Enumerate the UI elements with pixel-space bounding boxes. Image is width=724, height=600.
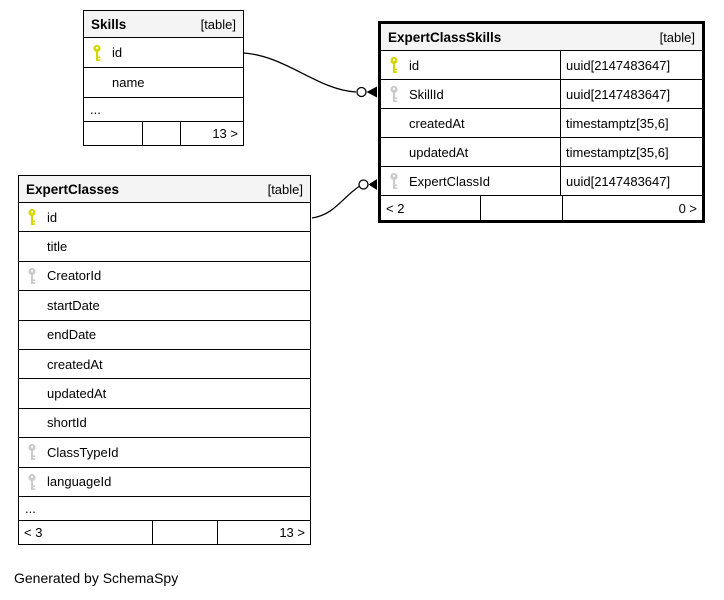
more-columns-ellipsis: ... bbox=[19, 497, 310, 521]
relationship-expert-classes-id-to-expert-class-skills-expert-class-id bbox=[311, 179, 377, 219]
table-footer: 13 > bbox=[84, 122, 243, 145]
column-row-id[interactable]: id bbox=[19, 203, 310, 233]
table-header: ExpertClassSkills [table] bbox=[381, 24, 702, 51]
foreign-key-icon bbox=[389, 85, 399, 103]
column-name: CreatorId bbox=[47, 268, 102, 284]
column-row-id[interactable]: id uuid[2147483647] bbox=[381, 51, 702, 80]
column-row-enddate[interactable]: endDate bbox=[19, 321, 310, 350]
column-name: ClassTypeId bbox=[47, 444, 119, 460]
primary-key-icon bbox=[27, 209, 37, 226]
column-name: SkillId bbox=[409, 86, 444, 102]
column-type: timestamptz[35,6] bbox=[560, 138, 702, 166]
cardinality-circle-icon bbox=[358, 179, 369, 190]
column-row-expertclassid[interactable]: ExpertClassId uuid[2147483647] bbox=[381, 167, 702, 196]
footer-children-count: 0 > bbox=[678, 200, 697, 216]
column-name: shortId bbox=[47, 415, 87, 431]
column-name: startDate bbox=[47, 297, 100, 313]
footer-middle-cell bbox=[153, 520, 218, 544]
fk-arrowhead-icon bbox=[366, 86, 377, 98]
foreign-key-icon bbox=[27, 473, 37, 490]
column-type: uuid[2147483647] bbox=[560, 80, 702, 108]
column-row-updatedat[interactable]: updatedAt timestamptz[35,6] bbox=[381, 138, 702, 167]
column-type: uuid[2147483647] bbox=[560, 51, 702, 79]
column-type: timestamptz[35,6] bbox=[560, 109, 702, 137]
column-name: createdAt bbox=[409, 115, 465, 131]
column-row-skillid[interactable]: SkillId uuid[2147483647] bbox=[381, 80, 702, 109]
primary-key-icon bbox=[389, 56, 399, 74]
relationship-line bbox=[243, 52, 357, 93]
more-columns-ellipsis: ... bbox=[84, 98, 243, 122]
column-row-id[interactable]: id bbox=[84, 38, 243, 68]
column-name: updatedAt bbox=[47, 386, 107, 402]
column-name: ExpertClassId bbox=[409, 173, 490, 189]
table-header: ExpertClasses [table] bbox=[19, 176, 310, 203]
column-name: createdAt bbox=[47, 356, 103, 372]
column-name: id bbox=[47, 209, 58, 225]
column-row-name[interactable]: name bbox=[84, 68, 243, 98]
primary-key-icon bbox=[92, 44, 102, 61]
footer-children-count: 13 > bbox=[279, 524, 305, 540]
column-name: updatedAt bbox=[409, 144, 469, 160]
table-footer: < 2 0 > bbox=[381, 196, 702, 220]
column-row-startdate[interactable]: startDate bbox=[19, 291, 310, 321]
column-row-createdat[interactable]: createdAt bbox=[19, 350, 310, 380]
fk-arrowhead-icon bbox=[368, 179, 377, 190]
column-name: name bbox=[112, 75, 145, 90]
column-row-creatorid[interactable]: CreatorId bbox=[19, 262, 310, 292]
table-type-badge: [table] bbox=[200, 16, 236, 32]
footer-children-count: 13 > bbox=[212, 126, 238, 141]
column-row-classtypeid[interactable]: ClassTypeId bbox=[19, 438, 310, 468]
schemaspy-credit: Generated by SchemaSpy bbox=[14, 570, 179, 586]
column-row-languageid[interactable]: languageId bbox=[19, 468, 310, 497]
table-name: ExpertClassSkills bbox=[388, 29, 502, 45]
table-type-badge: [table] bbox=[659, 29, 695, 45]
column-name: title bbox=[47, 239, 68, 255]
table-node-skills[interactable]: Skills [table] id name... 13 > bbox=[83, 10, 244, 146]
cardinality-circle-icon bbox=[356, 86, 367, 98]
table-name: ExpertClasses bbox=[26, 181, 120, 197]
footer-parents-count: < 2 bbox=[381, 196, 481, 220]
table-header: Skills [table] bbox=[84, 11, 243, 38]
table-name: Skills bbox=[91, 16, 127, 32]
table-type-badge: [table] bbox=[267, 181, 303, 197]
table-footer: < 3 13 > bbox=[19, 520, 310, 544]
column-row-updatedat[interactable]: updatedAt bbox=[19, 379, 310, 409]
relationship-skills-id-to-expert-class-skills-skill-id bbox=[243, 52, 377, 98]
footer-middle-cell bbox=[143, 122, 181, 145]
footer-middle-cell bbox=[481, 196, 563, 220]
foreign-key-icon bbox=[27, 444, 37, 461]
column-name: id bbox=[409, 57, 420, 73]
table-node-expertclassskills[interactable]: ExpertClassSkills [table] id uuid[214748364… bbox=[378, 21, 705, 223]
column-name: id bbox=[112, 45, 123, 60]
column-name: languageId bbox=[47, 474, 112, 490]
column-name: endDate bbox=[47, 327, 97, 343]
foreign-key-icon bbox=[27, 267, 37, 284]
column-row-createdat[interactable]: createdAt timestamptz[35,6] bbox=[381, 109, 702, 138]
relationship-line bbox=[311, 185, 360, 219]
column-row-shortid[interactable]: shortId bbox=[19, 409, 310, 439]
column-row-title[interactable]: title bbox=[19, 232, 310, 262]
footer-parents-count bbox=[84, 122, 143, 145]
column-type: uuid[2147483647] bbox=[560, 167, 702, 195]
foreign-key-icon bbox=[389, 172, 399, 190]
footer-parents-count: < 3 bbox=[19, 520, 153, 544]
